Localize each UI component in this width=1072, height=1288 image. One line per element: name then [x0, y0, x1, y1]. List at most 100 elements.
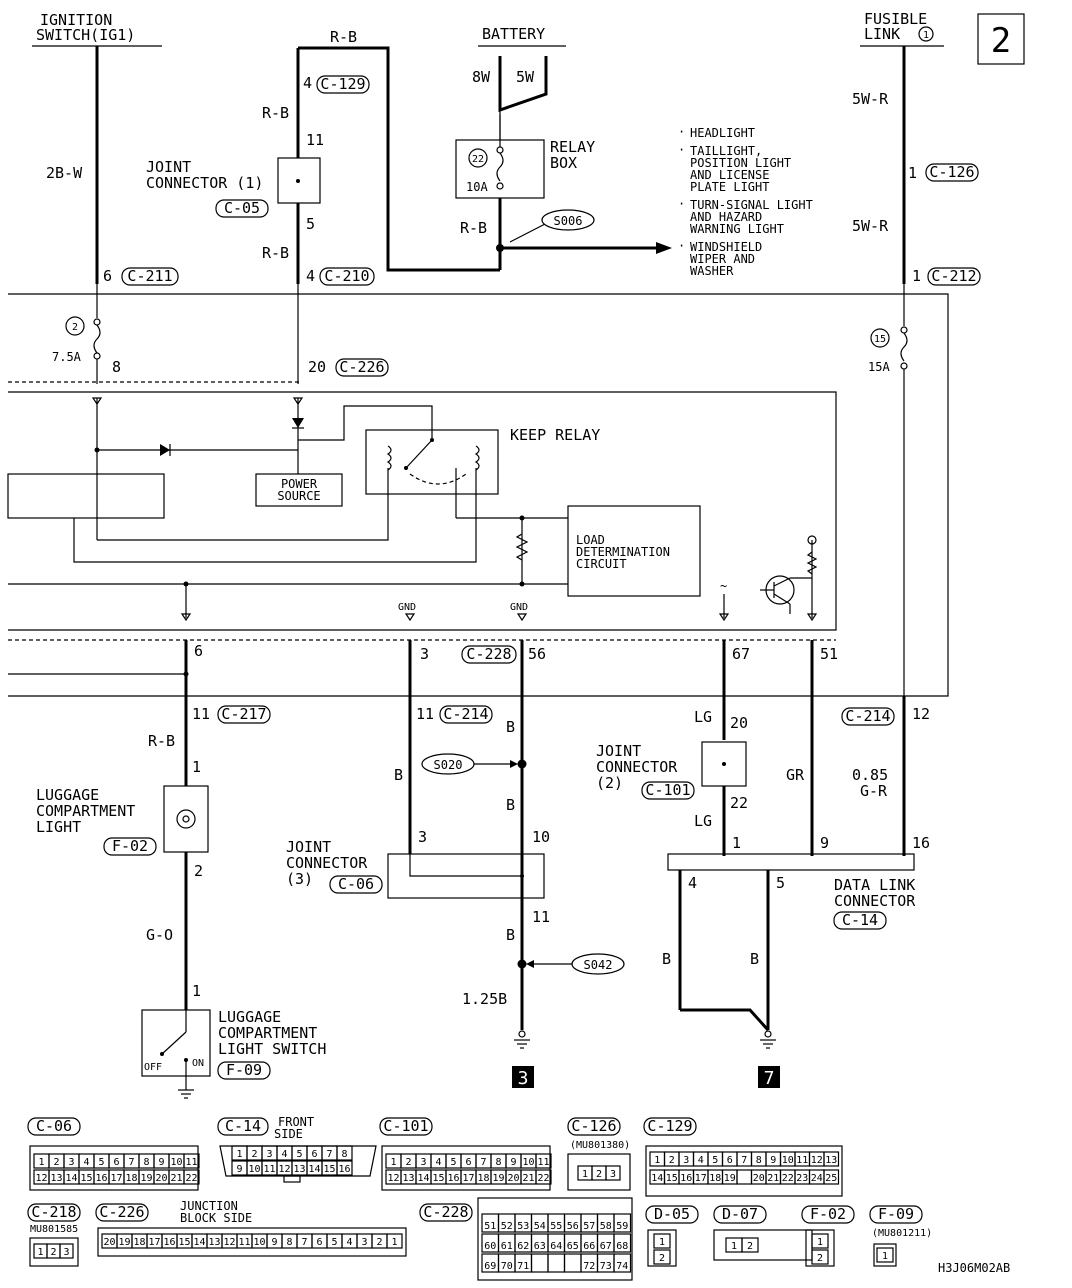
- svg-text:CONNECTOR: CONNECTOR: [596, 758, 678, 776]
- c14-pin: 2: [251, 1149, 257, 1160]
- c14-pin: 14: [308, 1164, 320, 1175]
- c129-pin: 24: [811, 1173, 823, 1184]
- svg-text:D-05: D-05: [654, 1205, 690, 1223]
- c06-pin: 5: [98, 1157, 104, 1168]
- c129-pin: 10: [782, 1155, 794, 1166]
- svg-text:2: 2: [194, 862, 203, 880]
- c218-cell: [59, 1243, 74, 1259]
- svg-text:WARNING LIGHT: WARNING LIGHT: [690, 222, 784, 236]
- c14-pin: 3: [266, 1149, 272, 1160]
- c129-cell: [823, 1151, 840, 1167]
- svg-text:1: 1: [732, 834, 741, 852]
- svg-text:R-B: R-B: [460, 219, 487, 237]
- svg-text:TAILLIGHT,: TAILLIGHT,: [690, 144, 762, 158]
- conn-c126: C-126: [929, 163, 974, 181]
- c218-pin: 1: [37, 1247, 43, 1258]
- svg-text:4: 4: [306, 267, 315, 285]
- conn-c228: C-228: [466, 645, 511, 663]
- c228-pin: 63: [534, 1241, 546, 1252]
- svg-text:3: 3: [418, 828, 427, 846]
- c129-pin: 5: [712, 1155, 718, 1166]
- svg-text:15: 15: [874, 334, 886, 345]
- c129-pin: 7: [741, 1155, 747, 1166]
- svg-text:CONNECTOR (1): CONNECTOR (1): [146, 174, 263, 192]
- svg-text:1: 1: [192, 982, 201, 1000]
- c129-pin: 18: [709, 1173, 721, 1184]
- conn-f09: F-09: [226, 1061, 262, 1079]
- c06-pin: 22: [185, 1173, 197, 1184]
- c226-pin: 20: [103, 1237, 115, 1248]
- c101-pin: 10: [522, 1157, 534, 1168]
- svg-text:·: ·: [678, 143, 685, 157]
- c226-pin: 19: [118, 1237, 130, 1248]
- c228-pin: 57: [583, 1221, 595, 1232]
- c226-pin: 16: [163, 1237, 175, 1248]
- svg-text:12: 12: [912, 705, 930, 723]
- conn-c212: C-212: [931, 267, 976, 285]
- c129-pin: 3: [683, 1155, 689, 1166]
- connector-legend: C-06 C-14 FRONT SIDE C-101 C-126 (MU8013…: [27, 1115, 932, 1281]
- svg-text:R-B: R-B: [262, 104, 289, 122]
- c06-pin: 8: [143, 1157, 149, 1168]
- c228-pin: 65: [567, 1241, 579, 1252]
- svg-text:11: 11: [532, 908, 550, 926]
- svg-text:2: 2: [72, 322, 78, 333]
- c14-pin: 16: [338, 1164, 350, 1175]
- c101-pin: 20: [507, 1173, 519, 1184]
- c101-pin: 4: [435, 1157, 441, 1168]
- data-link-connector: [667, 853, 915, 871]
- d05-cell: [653, 1249, 671, 1265]
- svg-text:4: 4: [688, 874, 697, 892]
- conn-f02: F-02: [112, 837, 148, 855]
- c129-pin: 16: [680, 1173, 692, 1184]
- c228-pin: 54: [534, 1221, 546, 1232]
- c14-pin: 5: [296, 1149, 302, 1160]
- c126-cell: [605, 1165, 621, 1181]
- c06-pin: 17: [110, 1173, 122, 1184]
- c228-pin: 66: [583, 1241, 595, 1252]
- c06-pin: 15: [80, 1173, 92, 1184]
- c226-pin: 9: [271, 1237, 277, 1248]
- svg-text:LIGHT: LIGHT: [36, 818, 81, 836]
- c06-pin: 9: [158, 1157, 164, 1168]
- c06-pin: 10: [170, 1157, 182, 1168]
- c06-cell: [183, 1153, 200, 1169]
- svg-text:BOX: BOX: [550, 154, 577, 172]
- svg-text:C-218: C-218: [31, 1203, 76, 1221]
- c228-cell: [613, 1233, 632, 1253]
- svg-text:LIGHT SWITCH: LIGHT SWITCH: [218, 1040, 326, 1058]
- c228-cell: [613, 1253, 632, 1273]
- c228-pin: 61: [501, 1241, 513, 1252]
- c101-pin: 22: [537, 1173, 549, 1184]
- svg-text:B: B: [506, 926, 515, 944]
- joint-connector-3: [387, 853, 545, 899]
- load-determination-circuit: [567, 505, 701, 597]
- c218-pin: 2: [50, 1247, 56, 1258]
- svg-text:20: 20: [308, 358, 326, 376]
- c228-pin: 64: [550, 1241, 562, 1252]
- c129-pin: 22: [782, 1173, 794, 1184]
- fusible-label-2: LINK: [864, 25, 900, 43]
- c226-pin: 11: [238, 1237, 250, 1248]
- etacs-unit: [8, 391, 837, 631]
- c101-pin: 7: [480, 1157, 486, 1168]
- svg-text:5W-R: 5W-R: [852, 90, 889, 108]
- svg-text:R-B: R-B: [262, 244, 289, 262]
- svg-text:5: 5: [306, 215, 315, 233]
- c129-pin: 23: [796, 1173, 808, 1184]
- c226-pin: 14: [193, 1237, 205, 1248]
- c129-pin: 8: [756, 1155, 762, 1166]
- conn-c214-left: C-214: [443, 705, 488, 723]
- c101-pin: 9: [510, 1157, 516, 1168]
- conn-c05: C-05: [224, 199, 260, 217]
- conn-c210: C-210: [324, 267, 369, 285]
- svg-text:OFF: OFF: [144, 1062, 162, 1073]
- svg-text:51: 51: [820, 645, 838, 663]
- c101-cell: [535, 1153, 552, 1169]
- c14-pin: 1: [236, 1149, 242, 1160]
- svg-text:WASHER: WASHER: [690, 264, 734, 278]
- load-list: · HEADLIGHT · TAILLIGHT, POSITION LIGHT …: [678, 125, 813, 278]
- svg-text:7.5A: 7.5A: [52, 350, 82, 364]
- c14-pin: 7: [326, 1149, 332, 1160]
